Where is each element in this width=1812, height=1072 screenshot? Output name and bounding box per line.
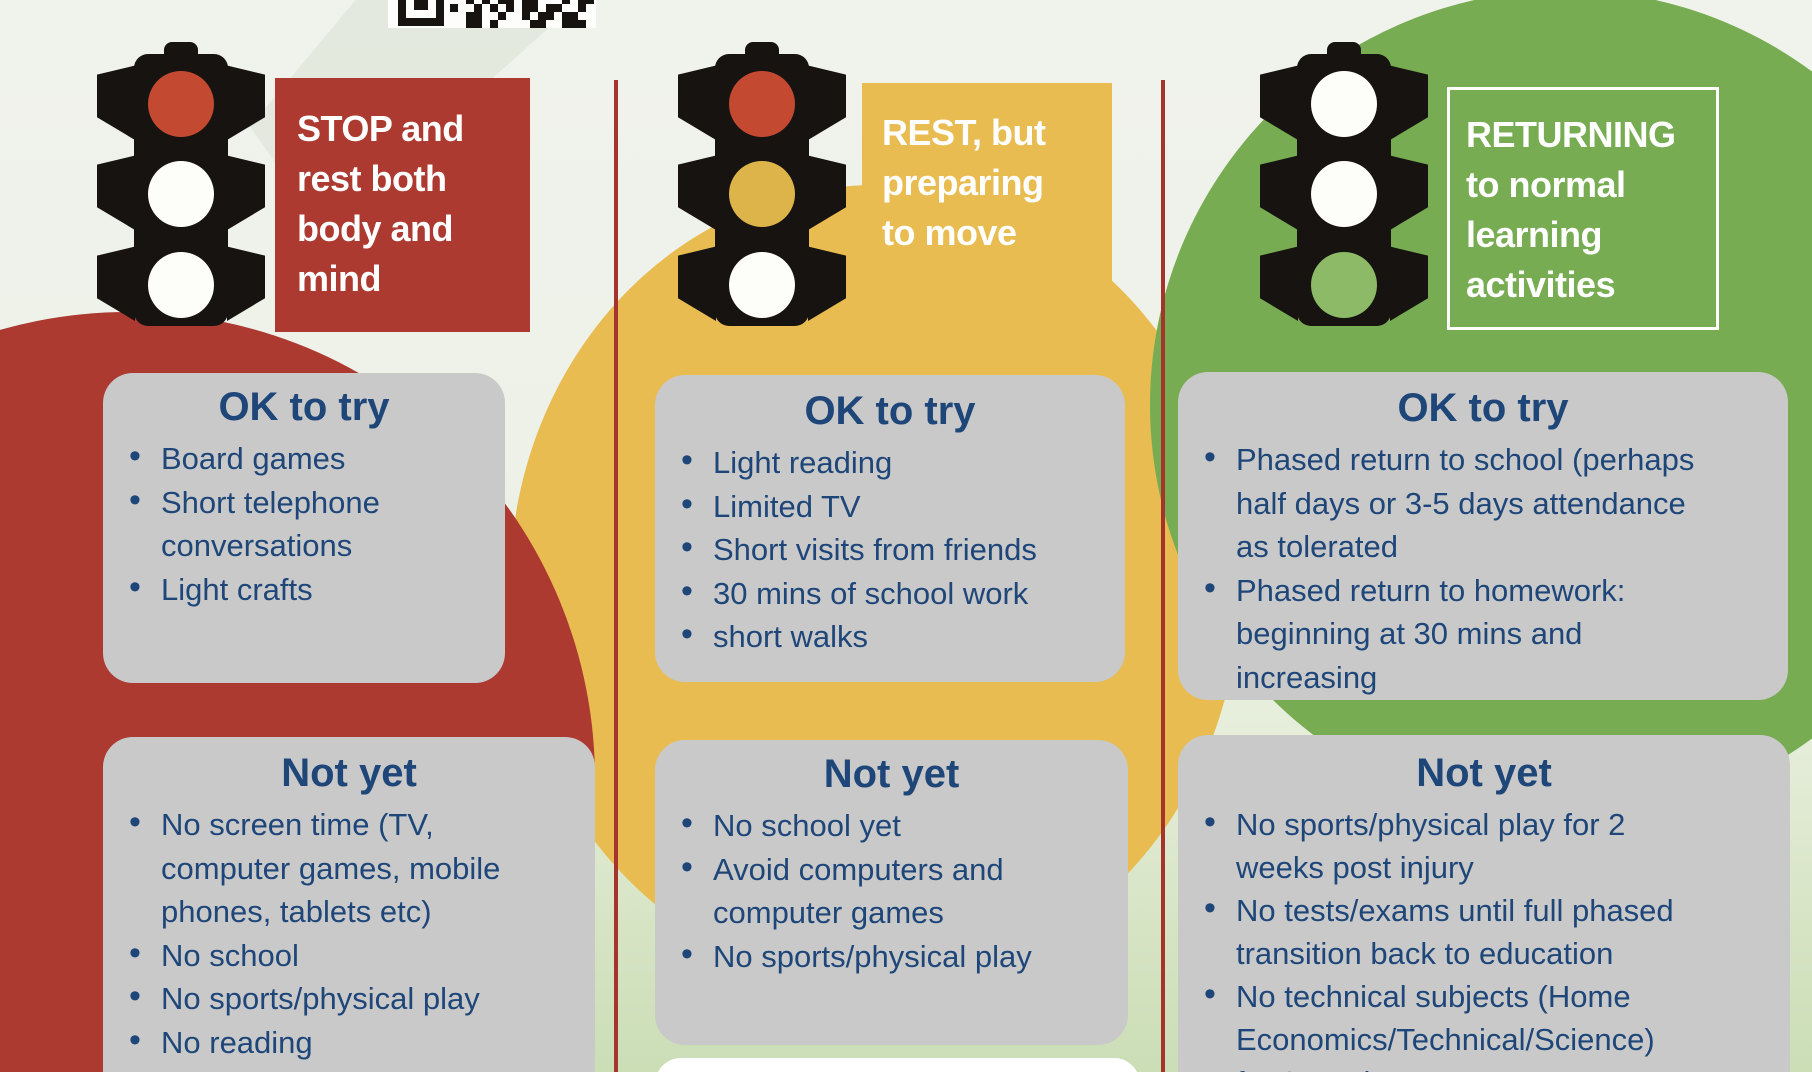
- list-item: Light crafts: [129, 566, 499, 612]
- visor-icon: [1390, 155, 1428, 230]
- lamp-bottom-icon: [1311, 252, 1377, 318]
- visor-icon: [1390, 65, 1428, 140]
- ok-to-try-list: Board games Short telephone conversation…: [103, 435, 505, 612]
- stage-title-rest: REST, but preparing to move: [862, 83, 1112, 330]
- list-item: No sports/physical play: [681, 933, 1122, 979]
- visor-icon: [808, 155, 846, 230]
- visor-icon: [227, 246, 265, 321]
- qr-finder-square: [398, 0, 444, 26]
- stage-title-returning: RETURNING to normal learning activities: [1447, 87, 1719, 330]
- visor-icon: [1260, 246, 1298, 321]
- column-divider-line: [1161, 80, 1165, 1072]
- list-item: short walks: [681, 613, 1119, 659]
- column-divider-line: [614, 80, 618, 1072]
- list-item: No sports/physical play for 2 weeks post…: [1204, 801, 1784, 889]
- lamp-bottom-icon: [148, 252, 214, 318]
- box-header: OK to try: [804, 389, 976, 433]
- box-header: OK to try: [1397, 386, 1569, 430]
- list-item: No tests/exams until full phased transit…: [1204, 887, 1784, 975]
- qr-code-pattern: [388, 0, 596, 28]
- visor-icon: [678, 155, 716, 230]
- visor-icon: [227, 65, 265, 140]
- box-header: Not yet: [1416, 751, 1552, 795]
- lamp-middle-icon: [729, 161, 795, 227]
- visor-icon: [1260, 65, 1298, 140]
- not-yet-box-returning: Not yet No sports/physical play for 2 we…: [1178, 735, 1790, 1072]
- not-yet-list: No screen time (TV, computer games, mobi…: [103, 801, 595, 1065]
- visor-icon: [1390, 246, 1428, 321]
- list-item: No reading: [129, 1019, 589, 1065]
- lamp-top-icon: [148, 71, 214, 137]
- lamp-bottom-icon: [729, 252, 795, 318]
- not-yet-box-stop: Not yet No screen time (TV, computer gam…: [103, 737, 595, 1072]
- ok-to-try-list: Phased return to school (perhaps half da…: [1178, 436, 1788, 700]
- visor-icon: [97, 246, 135, 321]
- box-header: Not yet: [281, 751, 417, 795]
- stage-title-stop: STOP and rest both body and mind: [275, 78, 530, 332]
- white-box-partial: [655, 1058, 1140, 1072]
- ok-to-try-box-returning: OK to try Phased return to school (perha…: [1178, 372, 1788, 700]
- not-yet-list: No school yet Avoid computers and comput…: [655, 802, 1128, 979]
- list-item: Short telephone conversations: [129, 479, 499, 568]
- visor-icon: [678, 246, 716, 321]
- not-yet-box-rest: Not yet No school yet Avoid computers an…: [655, 740, 1128, 1045]
- visor-icon: [808, 65, 846, 140]
- list-item: Avoid computers and computer games: [681, 846, 1122, 935]
- visor-icon: [227, 155, 265, 230]
- traffic-light-rest-stage: [676, 40, 848, 332]
- list-item: Light reading: [681, 439, 1119, 485]
- visor-icon: [97, 65, 135, 140]
- qr-code-icon: [388, 0, 596, 28]
- ok-to-try-list: Light reading Limited TV Short visits fr…: [655, 439, 1125, 659]
- lamp-top-icon: [1311, 71, 1377, 137]
- list-item: Short visits from friends: [681, 526, 1119, 572]
- lamp-top-icon: [729, 71, 795, 137]
- list-item: Limited TV: [681, 483, 1119, 529]
- list-item: No technical subjects (Home Economics/Te…: [1204, 973, 1784, 1072]
- ok-to-try-box-stop: OK to try Board games Short telephone co…: [103, 373, 505, 683]
- not-yet-list: No sports/physical play for 2 weeks post…: [1178, 801, 1790, 1072]
- list-item: Phased return to homework: beginning at …: [1204, 567, 1782, 700]
- traffic-light-red-stage: [95, 40, 267, 332]
- visor-icon: [678, 65, 716, 140]
- visor-icon: [808, 246, 846, 321]
- lamp-middle-icon: [1311, 161, 1377, 227]
- list-item: No screen time (TV, computer games, mobi…: [129, 801, 589, 934]
- visor-icon: [1260, 155, 1298, 230]
- lamp-middle-icon: [148, 161, 214, 227]
- visor-icon: [97, 155, 135, 230]
- traffic-light-returning-stage: [1258, 40, 1430, 332]
- list-item: Board games: [129, 435, 499, 481]
- list-item: No sports/physical play: [129, 975, 589, 1021]
- ok-to-try-box-rest: OK to try Light reading Limited TV Short…: [655, 375, 1125, 682]
- list-item: 30 mins of school work: [681, 570, 1119, 616]
- list-item: No school yet: [681, 802, 1122, 848]
- box-header: Not yet: [823, 752, 960, 796]
- box-header: OK to try: [218, 385, 390, 429]
- list-item: No school: [129, 932, 589, 978]
- list-item: Phased return to school (perhaps half da…: [1204, 436, 1782, 569]
